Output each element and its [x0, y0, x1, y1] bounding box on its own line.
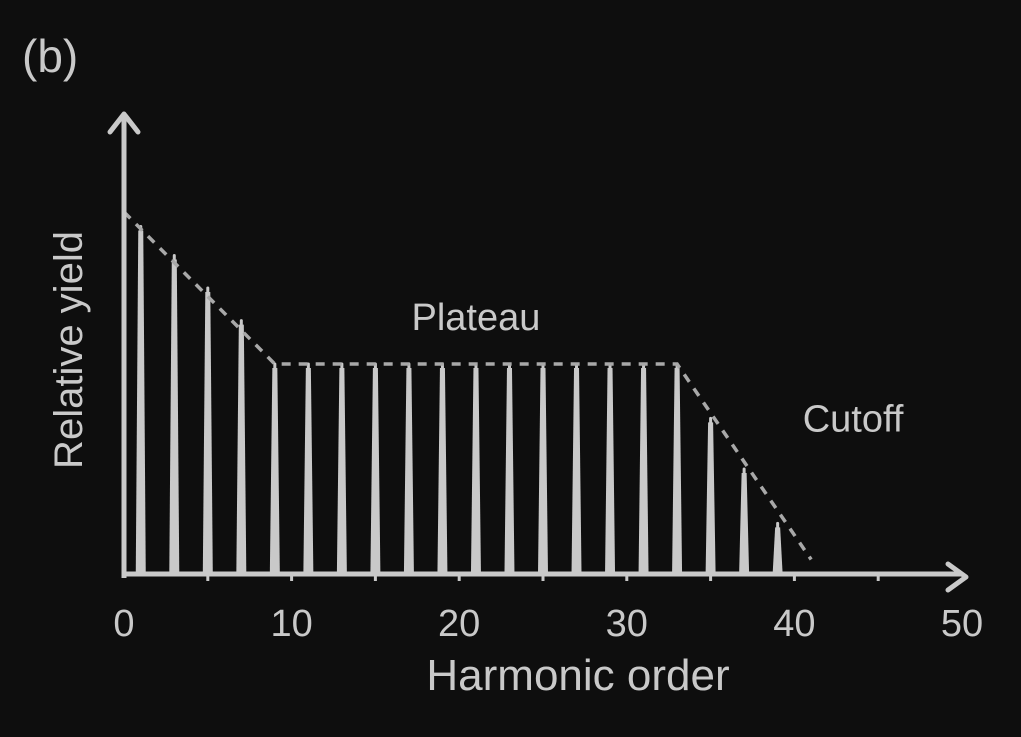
- annotation-plateau: Plateau: [412, 297, 541, 339]
- x-tick-label: 30: [606, 603, 648, 645]
- harmonic-peak: [236, 319, 247, 576]
- harmonic-peak: [504, 362, 515, 576]
- harmonic-peak: [571, 362, 582, 576]
- harmonic-peak: [538, 362, 548, 576]
- harmonic-peak: [403, 362, 414, 576]
- harmonic-peak: [169, 253, 180, 576]
- harmonic-peak: [672, 362, 683, 576]
- harmonic-peak: [772, 521, 783, 576]
- harmonic-peak: [739, 467, 750, 576]
- x-axis-label: Harmonic order: [426, 651, 729, 700]
- x-tick-label: 10: [270, 603, 312, 645]
- x-tick-label: 20: [438, 603, 480, 645]
- yield-envelope-dashed-line: [122, 210, 813, 561]
- harmonic-peak: [470, 362, 481, 576]
- harmonic-peak: [437, 362, 448, 576]
- x-axis-arrowhead: [945, 561, 969, 593]
- harmonic-peak: [705, 416, 716, 576]
- y-axis-arrowhead: [107, 111, 141, 135]
- harmonic-peak: [370, 362, 381, 576]
- harmonic-peak: [336, 362, 347, 576]
- envelope-layer: [122, 210, 813, 561]
- y-axis-label: Relative yield: [47, 231, 91, 469]
- harmonic-peak: [303, 362, 314, 576]
- harmonic-peak: [135, 224, 146, 576]
- harmonic-peak: [605, 362, 616, 576]
- harmonic-peak: [269, 362, 280, 576]
- x-tick-label: 50: [941, 603, 983, 645]
- ticks-layer: 0 10 20 30 40 50: [113, 574, 983, 645]
- harmonic-peak: [638, 362, 649, 576]
- x-tick-label: 0: [113, 603, 134, 645]
- panel-label: (b): [22, 30, 78, 82]
- harmonic-peak: [202, 286, 213, 576]
- annotation-cutoff: Cutoff: [803, 398, 904, 440]
- bars-layer: [135, 224, 783, 576]
- x-tick-label: 40: [773, 603, 815, 645]
